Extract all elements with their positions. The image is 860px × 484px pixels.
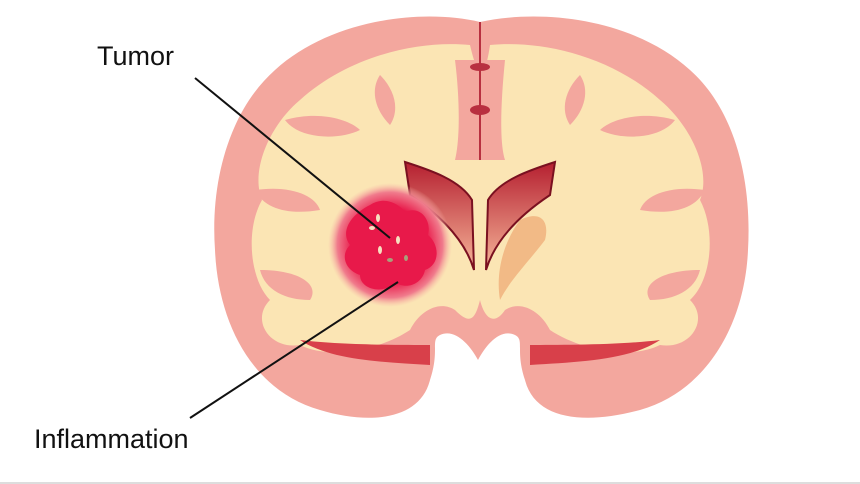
tumor bbox=[344, 200, 437, 290]
temporal-band-right bbox=[530, 340, 660, 365]
temporal-band-left bbox=[300, 340, 430, 365]
tumor-cells bbox=[369, 214, 408, 262]
tumor-leader-line bbox=[194, 77, 391, 239]
inflammation-leader-line bbox=[189, 281, 399, 419]
inflammation-label: Inflammation bbox=[34, 424, 189, 454]
fissure-notch bbox=[470, 63, 490, 71]
tumor-label: Tumor bbox=[97, 41, 175, 71]
basal-ganglia bbox=[498, 216, 547, 300]
fissure-notch bbox=[470, 105, 490, 115]
